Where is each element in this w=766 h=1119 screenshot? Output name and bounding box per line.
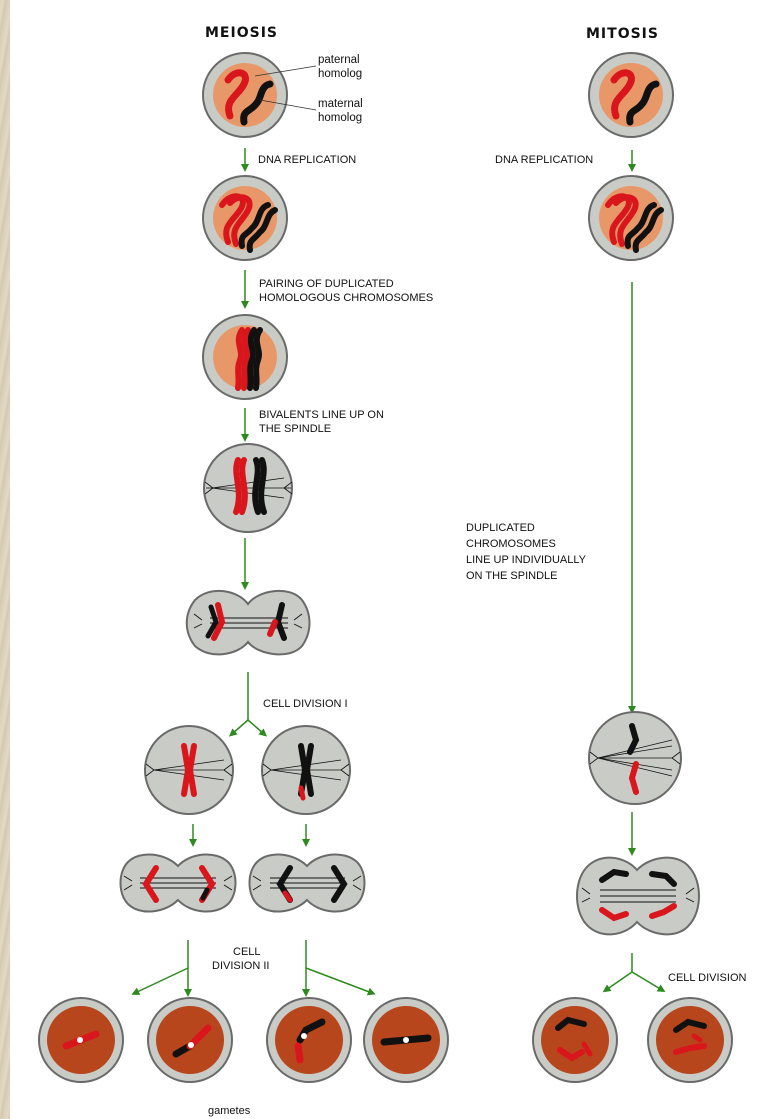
gamete-4: [364, 998, 448, 1082]
duplicated-label-2: CHROMOSOMES: [466, 538, 556, 550]
dna-replication-meiosis-label: DNA REPLICATION: [258, 154, 356, 166]
meiosis-cell-2: [203, 176, 287, 260]
duplicated-label-3: LINE UP INDIVIDUALLY: [466, 554, 587, 566]
bivalents-label: BIVALENTS LINE UP ON: [259, 409, 384, 421]
arrow-to-gamete-1: [135, 968, 188, 993]
pairing-label-2: HOMOLOGOUS CHROMOSOMES: [259, 292, 433, 304]
meiosis-cell-anaphase-ii-left: [121, 854, 236, 911]
fork-right: [248, 720, 264, 734]
pairing-label: PAIRING OF DUPLICATED: [259, 278, 394, 290]
paternal-label-2: homolog: [318, 68, 362, 80]
cell-division-ii-label-2: DIVISION II: [212, 960, 269, 972]
meiosis-cell-metaphase-i: [204, 444, 292, 532]
arrow-to-gamete-4: [306, 968, 372, 993]
gametes-label: gametes: [208, 1105, 251, 1117]
gamete-1: [39, 998, 123, 1082]
dna-replication-mitosis-label: DNA REPLICATION: [495, 154, 593, 166]
maternal-label: maternal: [318, 98, 363, 110]
mitosis-cell-metaphase: [589, 712, 681, 804]
cell-division-ii-label: CELL: [233, 946, 261, 958]
meiosis-heading: MEIOSIS: [205, 25, 278, 41]
mitosis-cell-anaphase: [577, 858, 699, 935]
mitosis-cell-1: [589, 53, 673, 137]
duplicated-label: DUPLICATED: [466, 522, 535, 534]
meiosis-cell-metaphase-ii-right: [262, 726, 350, 814]
bivalents-label-2: THE SPINDLE: [259, 423, 331, 435]
arrow-daughter-left: [606, 972, 632, 990]
meiosis-cell-1: [203, 53, 287, 137]
maternal-label-2: homolog: [318, 112, 362, 124]
meiosis-cell-metaphase-ii-left: [145, 726, 233, 814]
gamete-2: [148, 998, 232, 1082]
cell-division-i-label: CELL DIVISION I: [263, 698, 348, 710]
fork-left: [232, 720, 248, 734]
mitosis-heading: MITOSIS: [586, 26, 659, 42]
paternal-label: paternal: [318, 54, 360, 66]
meiosis-cell-anaphase-ii-right: [250, 854, 365, 911]
duplicated-label-4: ON THE SPINDLE: [466, 570, 558, 582]
cell-division-mitosis-label: CELL DIVISION: [668, 972, 747, 984]
gamete-3: [267, 998, 351, 1082]
mitosis-daughter-cell-right: [648, 998, 732, 1082]
meiosis-cell-anaphase-i: [187, 591, 310, 655]
mitosis-cell-2: [589, 176, 673, 260]
mitosis-daughter-cell-left: [533, 998, 617, 1082]
meiosis-cell-3: [203, 315, 287, 399]
arrow-daughter-right: [632, 972, 662, 990]
